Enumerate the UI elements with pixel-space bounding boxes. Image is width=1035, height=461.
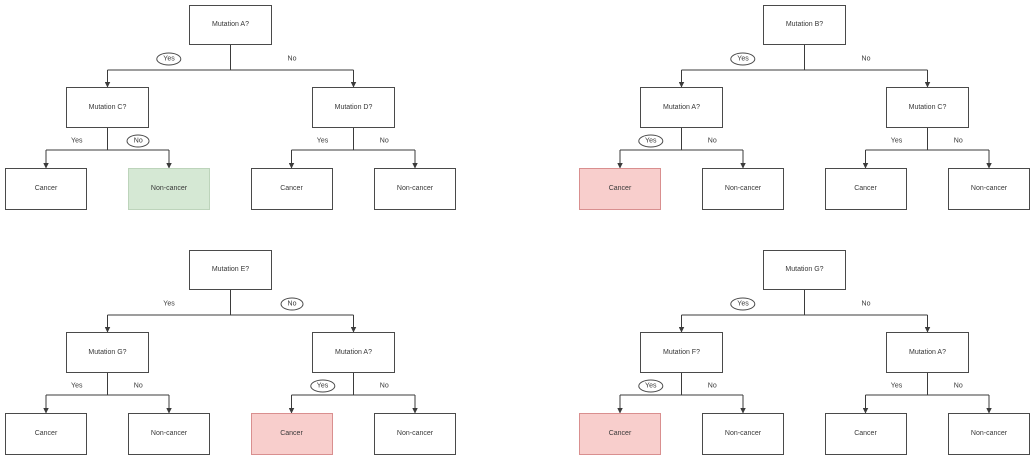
branch-label-no: No — [861, 300, 871, 308]
branch-label-no: No — [287, 55, 297, 63]
decision-node-root-label: Mutation E? — [211, 266, 250, 274]
leaf-node-plain: Non-cancer — [702, 168, 784, 210]
decision-node-child: Mutation C? — [66, 87, 149, 128]
leaf-node-highlighted: Cancer — [579, 413, 661, 455]
decision-node-child: Mutation C? — [886, 87, 969, 128]
branch-label-yes-circled: Yes — [638, 379, 664, 393]
leaf-node-plain: Cancer — [250, 168, 333, 210]
branch-label-no: No — [133, 382, 143, 390]
branch-label-no: No — [707, 137, 717, 145]
decision-node-child: Mutation G? — [66, 332, 149, 373]
leaf-node-plain: Cancer — [824, 168, 907, 210]
leaf-node-highlighted-label: Cancer — [280, 430, 303, 438]
branch-label-yes-circled: Yes — [638, 134, 664, 148]
branch-label-yes: Yes — [316, 137, 329, 145]
branch-label-no: No — [953, 137, 963, 145]
decision-node-root-label: Mutation A? — [212, 21, 249, 29]
leaf-node-plain: Cancer — [5, 413, 87, 455]
tree-connector-lines — [617, 290, 992, 414]
tree-connector-lines — [617, 45, 992, 169]
leaf-node-plain: Cancer — [824, 413, 907, 455]
leaf-node-plain: Non-cancer — [374, 168, 456, 210]
decision-node-root: Mutation G? — [763, 250, 846, 290]
leaf-node-highlighted-label: Cancer — [608, 185, 632, 193]
branch-label-yes: Yes — [163, 300, 175, 308]
decision-node-child-label: Mutation G? — [88, 348, 127, 356]
branch-label-no-circled: No — [126, 134, 150, 148]
branch-label-no: No — [707, 382, 717, 390]
leaf-node-highlighted: Cancer — [250, 413, 333, 455]
branch-label-yes: Yes — [71, 137, 83, 145]
decision-node-child-label: Mutation A? — [335, 348, 372, 356]
leaf-node-plain: Cancer — [5, 168, 87, 210]
decision-node-root-label: Mutation B? — [785, 21, 824, 29]
leaf-node-plain-label: Cancer — [34, 430, 58, 438]
branch-label-no: No — [379, 137, 389, 145]
leaf-node-plain-label: Non-cancer — [724, 185, 762, 193]
leaf-node-plain-label: Non-cancer — [396, 185, 434, 193]
branch-label-no-circled: No — [280, 297, 304, 311]
decision-node-root: Mutation E? — [189, 250, 272, 290]
decision-node-child: Mutation A? — [640, 87, 723, 128]
leaf-node-highlighted: Non-cancer — [128, 168, 210, 210]
leaf-node-plain-label: Cancer — [854, 185, 877, 193]
decision-node-root: Mutation B? — [763, 5, 846, 45]
tree-connector-lines — [43, 290, 418, 414]
branch-label-no: No — [953, 382, 963, 390]
branch-label-no: No — [861, 55, 871, 63]
leaf-node-plain: Non-cancer — [374, 413, 456, 455]
decision-node-child-label: Mutation C? — [908, 103, 947, 111]
leaf-node-plain: Non-cancer — [948, 413, 1030, 455]
leaf-node-plain-label: Non-cancer — [970, 430, 1008, 438]
leaf-node-highlighted-label: Non-cancer — [150, 185, 188, 193]
branch-label-yes: Yes — [890, 137, 903, 145]
leaf-node-plain-label: Non-cancer — [396, 430, 434, 438]
branch-label-yes-circled: Yes — [730, 52, 756, 66]
leaf-node-highlighted-label: Cancer — [608, 430, 632, 438]
decision-node-root-label: Mutation G? — [785, 266, 824, 274]
decision-node-child-label: Mutation F? — [663, 348, 700, 356]
branch-label-yes: Yes — [890, 382, 903, 390]
leaf-node-plain: Non-cancer — [702, 413, 784, 455]
decision-node-child-label: Mutation A? — [663, 103, 700, 111]
branch-label-no: No — [379, 382, 389, 390]
branch-label-yes: Yes — [71, 382, 83, 390]
leaf-node-plain-label: Non-cancer — [970, 185, 1008, 193]
decision-node-child-label: Mutation D? — [334, 103, 373, 111]
decision-node-child: Mutation F? — [640, 332, 723, 373]
branch-label-yes-circled: Yes — [156, 52, 182, 66]
leaf-node-plain-label: Cancer — [280, 185, 303, 193]
leaf-node-plain: Non-cancer — [128, 413, 210, 455]
leaf-node-plain-label: Non-cancer — [724, 430, 762, 438]
decision-node-root: Mutation A? — [189, 5, 272, 45]
decision-node-child: Mutation A? — [312, 332, 395, 373]
leaf-node-highlighted: Cancer — [579, 168, 661, 210]
branch-label-yes-circled: Yes — [730, 297, 756, 311]
decision-node-child: Mutation D? — [312, 87, 395, 128]
decision-node-child: Mutation A? — [886, 332, 969, 373]
leaf-node-plain-label: Cancer — [854, 430, 877, 438]
leaf-node-plain: Non-cancer — [948, 168, 1030, 210]
leaf-node-plain-label: Non-cancer — [150, 430, 188, 438]
decision-node-child-label: Mutation A? — [909, 348, 946, 356]
branch-label-yes-circled: Yes — [309, 379, 336, 393]
tree-connector-lines — [43, 45, 418, 169]
leaf-node-plain-label: Cancer — [34, 185, 58, 193]
decision-node-child-label: Mutation C? — [88, 103, 127, 111]
